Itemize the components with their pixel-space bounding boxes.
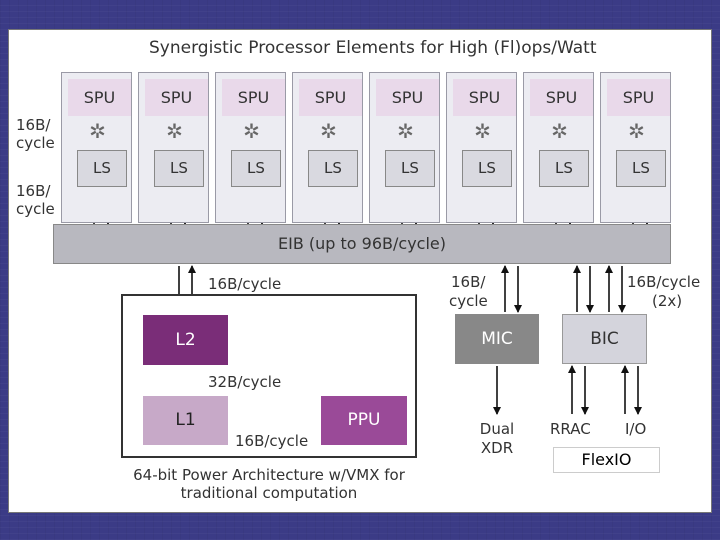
interconnect-star-icon: ✲ <box>474 119 491 143</box>
diagram-title: Synergistic Processor Elements for High … <box>149 38 597 58</box>
spe-unit: SPU ✲ LS <box>600 72 671 223</box>
ls-box: LS <box>616 150 666 187</box>
diagram-slide: Synergistic Processor Elements for High … <box>8 29 712 513</box>
ls-box: LS <box>231 150 281 187</box>
xdr-line1: Dual <box>479 420 515 438</box>
spe-unit: SPU ✲ LS <box>215 72 286 223</box>
spe-bw-bottom-line1: 16B/ <box>16 182 51 200</box>
spe-unit: SPU ✲ LS <box>292 72 363 223</box>
mic-box: MIC <box>455 314 539 364</box>
spe-unit: SPU ✲ LS <box>523 72 594 223</box>
interconnect-star-icon: ✲ <box>243 119 260 143</box>
bw-eib-l2-label: 16B/cycle <box>208 275 282 293</box>
l1-cache: L1 <box>143 396 228 445</box>
bic-bw-line2: (2x) <box>652 292 683 310</box>
interconnect-star-icon: ✲ <box>397 119 414 143</box>
spu-box: SPU <box>299 79 362 116</box>
bw-l1-ppu-label: 16B/cycle <box>235 432 309 450</box>
ppe-caption-line1: 64-bit Power Architecture w/VMX for <box>133 466 405 484</box>
interconnect-star-icon: ✲ <box>628 119 645 143</box>
spu-box: SPU <box>145 79 208 116</box>
ls-box: LS <box>154 150 204 187</box>
spu-box: SPU <box>607 79 670 116</box>
spu-box: SPU <box>376 79 439 116</box>
bic-bw-line1: 16B/cycle <box>627 273 701 291</box>
ls-box: LS <box>77 150 127 187</box>
interconnect-star-icon: ✲ <box>551 119 568 143</box>
mic-bw-line1: 16B/ <box>451 273 486 291</box>
spe-bw-top-line2: cycle <box>16 134 55 152</box>
flexio-label: FlexIO <box>553 447 660 473</box>
ls-box: LS <box>308 150 358 187</box>
spe-unit: SPU ✲ LS <box>446 72 517 223</box>
io-label: I/O <box>625 420 647 438</box>
spe-unit: SPU ✲ LS <box>61 72 132 223</box>
interconnect-star-icon: ✲ <box>89 119 106 143</box>
spe-bw-bottom-line2: cycle <box>16 200 55 218</box>
spu-box: SPU <box>453 79 516 116</box>
mic-bw-line2: cycle <box>449 292 488 310</box>
ls-box: LS <box>385 150 435 187</box>
spu-box: SPU <box>222 79 285 116</box>
spu-box: SPU <box>530 79 593 116</box>
bw-l2-l1-label: 32B/cycle <box>208 373 282 391</box>
interconnect-star-icon: ✲ <box>320 119 337 143</box>
rrac-label: RRAC <box>550 420 591 438</box>
ls-box: LS <box>539 150 589 187</box>
eib-bus: EIB (up to 96B/cycle) <box>53 224 671 264</box>
spu-box: SPU <box>68 79 131 116</box>
ppu-box: PPU <box>321 396 407 445</box>
ls-box: LS <box>462 150 512 187</box>
l2-cache: L2 <box>143 315 228 365</box>
spe-bw-top-line1: 16B/ <box>16 116 51 134</box>
interconnect-star-icon: ✲ <box>166 119 183 143</box>
ppe-caption-line2: traditional computation <box>180 484 358 502</box>
xdr-line2: XDR <box>480 439 514 457</box>
spe-unit: SPU ✲ LS <box>369 72 440 223</box>
bic-box: BIC <box>562 314 647 364</box>
spe-unit: SPU ✲ LS <box>138 72 209 223</box>
